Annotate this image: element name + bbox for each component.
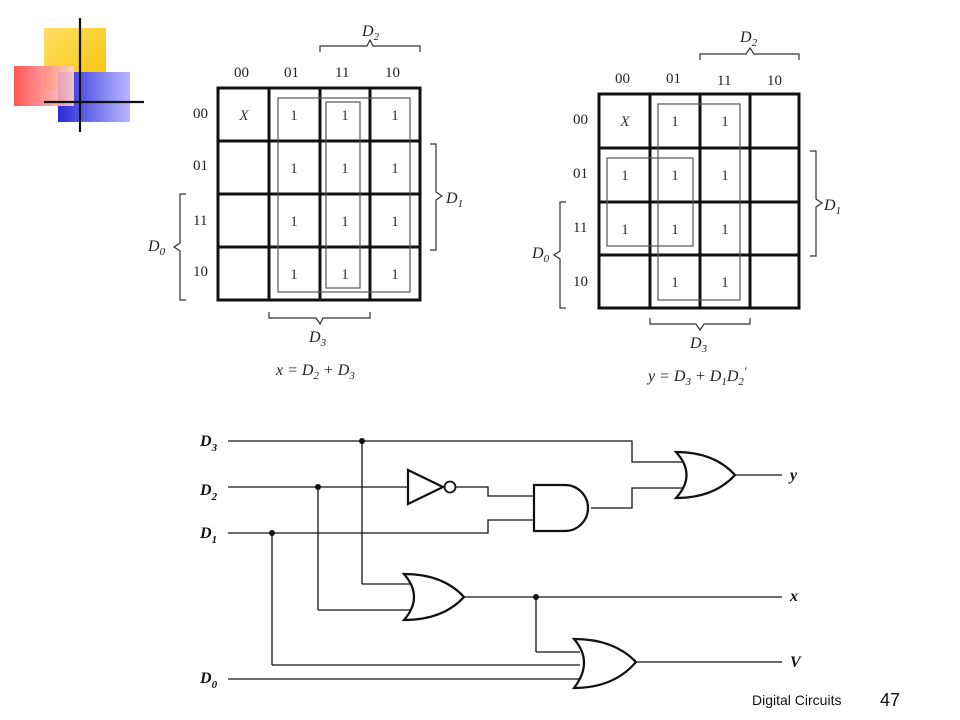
circuit-input-d2: D2 bbox=[199, 482, 218, 503]
kmap-right-group-d3 bbox=[657, 103, 741, 301]
kmap-right-cell: 1 bbox=[721, 168, 729, 184]
junction-dot bbox=[533, 594, 539, 600]
kmap-right-cell: 1 bbox=[721, 114, 729, 130]
circuit-output-x: x bbox=[789, 588, 798, 605]
kmap-right-row-label: 10 bbox=[573, 274, 588, 290]
junction-dot bbox=[359, 438, 365, 444]
kmap-left-col-label: 11 bbox=[335, 65, 349, 81]
kmap-left-cell: 1 bbox=[290, 161, 298, 177]
kmap-right-equation: y = D3 + D1D2′ bbox=[646, 364, 747, 388]
kmap-right-cell: 1 bbox=[671, 222, 679, 238]
kmap-left-cell: 1 bbox=[341, 267, 349, 283]
not-gate bbox=[406, 468, 457, 506]
kmap-right-cell: 1 bbox=[671, 275, 679, 291]
kmap-left-row-label: 01 bbox=[193, 158, 208, 174]
kmap-left-col-label: 01 bbox=[284, 65, 299, 81]
kmap-left-row-label: 00 bbox=[193, 106, 208, 122]
kmap-right-brace-right bbox=[810, 150, 824, 257]
circuit-output-v: V bbox=[790, 654, 802, 671]
kmap-left-brace-top-label: D2 bbox=[361, 23, 380, 43]
decoration-red-square bbox=[14, 66, 74, 106]
kmap-left-cell: 1 bbox=[341, 161, 349, 177]
kmap-left-cell: 1 bbox=[341, 214, 349, 230]
kmap-right-group-d1d2n bbox=[606, 157, 694, 247]
kmap-right: 00 01 11 10 00 01 11 10 X 1 1 1 1 1 bbox=[531, 29, 841, 388]
kmap-left-cell: 1 bbox=[391, 214, 399, 230]
kmap-left-brace-right-label: D1 bbox=[445, 190, 463, 210]
circuit-input-d0: D0 bbox=[199, 670, 218, 691]
kmap-right-cell: 1 bbox=[671, 168, 679, 184]
kmap-left: 00 01 11 10 00 01 11 10 X 1 1 1 1 bbox=[147, 23, 463, 382]
kmap-left-row-label: 11 bbox=[193, 213, 207, 229]
junction-dot bbox=[269, 530, 275, 536]
or-gate-v bbox=[571, 637, 638, 690]
kmap-right-brace-top-label: D2 bbox=[739, 29, 758, 49]
kmap-left-cell: 1 bbox=[290, 214, 298, 230]
kmap-left-cell: 1 bbox=[391, 108, 399, 124]
kmap-left-brace-bottom bbox=[268, 312, 371, 326]
kmap-left-group-d2 bbox=[325, 101, 361, 289]
kmap-left-brace-bottom-label: D3 bbox=[308, 329, 327, 349]
kmap-left-group-d3 bbox=[277, 97, 411, 293]
kmap-right-cell: 1 bbox=[621, 168, 629, 184]
and-gate bbox=[532, 483, 590, 533]
kmap-right-col-label: 10 bbox=[767, 73, 782, 89]
circuit: D3 D2 D1 D0 bbox=[199, 433, 802, 691]
kmap-right-brace-right-label: D1 bbox=[823, 197, 841, 217]
kmap-right-cell: 1 bbox=[721, 222, 729, 238]
kmap-right-col-label: 01 bbox=[666, 71, 681, 87]
footer-title: Digital Circuits bbox=[752, 692, 842, 708]
kmap-left-brace-right bbox=[430, 143, 444, 251]
or-gate-x bbox=[401, 572, 466, 622]
kmap-right-cell: 1 bbox=[621, 222, 629, 238]
circuit-input-d3: D3 bbox=[199, 433, 218, 454]
or-gate-y bbox=[673, 450, 737, 500]
slide-corner-decoration bbox=[14, 18, 144, 132]
page-number: 47 bbox=[880, 690, 901, 710]
kmap-right-brace-top bbox=[699, 46, 800, 60]
kmap-left-cell: 1 bbox=[341, 108, 349, 124]
kmap-right-row-label: 00 bbox=[573, 112, 588, 128]
kmap-right-cell: 1 bbox=[671, 114, 679, 130]
kmap-left-brace-left bbox=[172, 193, 186, 301]
kmap-left-cell: 1 bbox=[391, 161, 399, 177]
kmap-right-col-label: 00 bbox=[615, 71, 630, 87]
kmap-left-brace-left-label: D0 bbox=[147, 238, 166, 258]
circuit-output-y: y bbox=[788, 467, 798, 484]
circuit-wires bbox=[228, 440, 782, 680]
kmap-left-col-label: 00 bbox=[234, 65, 249, 81]
kmap-right-brace-left bbox=[552, 201, 566, 309]
kmap-left-grid bbox=[216, 86, 422, 302]
kmap-left-cell: X bbox=[238, 108, 249, 124]
kmap-right-row-label: 01 bbox=[573, 166, 588, 182]
kmap-left-cell: 1 bbox=[290, 108, 298, 124]
kmap-right-cell: X bbox=[619, 114, 630, 130]
kmap-left-col-label: 10 bbox=[385, 65, 400, 81]
kmap-left-brace-top bbox=[319, 38, 421, 52]
kmap-right-row-label: 11 bbox=[573, 220, 587, 236]
kmap-right-brace-bottom bbox=[649, 318, 751, 332]
kmap-left-cell: 1 bbox=[391, 267, 399, 283]
circuit-input-d1: D1 bbox=[199, 525, 217, 546]
kmap-left-equation: x = D2 + D3 bbox=[275, 362, 355, 382]
kmap-right-brace-left-label: D0 bbox=[531, 245, 550, 265]
kmap-right-cell: 1 bbox=[721, 275, 729, 291]
kmap-right-grid bbox=[597, 92, 801, 310]
kmap-left-cell: 1 bbox=[290, 267, 298, 283]
junction-dot bbox=[315, 484, 321, 490]
kmap-left-row-label: 10 bbox=[193, 264, 208, 280]
kmap-right-brace-bottom-label: D3 bbox=[689, 335, 708, 355]
kmap-right-col-label: 11 bbox=[717, 73, 731, 89]
